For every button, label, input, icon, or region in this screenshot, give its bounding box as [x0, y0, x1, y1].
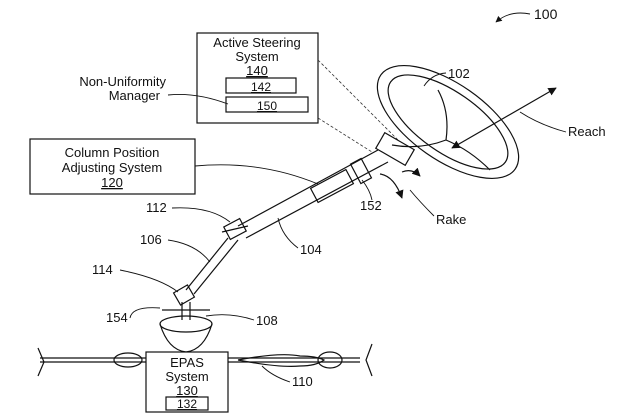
wheel-hub [374, 131, 416, 167]
column-position-box [29, 138, 196, 195]
active-steering-box [196, 32, 319, 124]
column-position-ref: 120 [101, 175, 123, 190]
active-steering-system-block: Active Steering System 140 142 150 [196, 32, 399, 153]
subsystem-150-box [225, 96, 309, 113]
joint-upper-label: 112 [146, 200, 167, 215]
sensor-label: 152 [360, 198, 382, 213]
column-position-title-2: Adjusting System [62, 160, 162, 175]
non-uniformity-label-2: Manager [109, 88, 161, 103]
non-uniformity-label-1: Non-Uniformity [79, 74, 166, 89]
column-position-block: Column Position Adjusting System 120 [29, 138, 319, 195]
active-steering-title-1: Active Steering [213, 35, 300, 50]
joint-mid-label: 114 [92, 262, 113, 277]
pinion-assembly: 154 108 [106, 302, 278, 353]
active-steering-ref: 140 [246, 63, 268, 78]
reach-indicator: Reach [451, 87, 606, 149]
shaft-label: 106 [140, 232, 162, 247]
subsystem-150-label: 150 [257, 99, 277, 113]
column-position-title-1: Column Position [65, 145, 160, 160]
joint-lower-label: 108 [256, 313, 278, 328]
epas-title-1: EPAS [170, 355, 204, 370]
wheel-label: 102 [448, 66, 470, 81]
lower-universal-joint: 114 [92, 262, 196, 306]
subsystem-142-box [225, 77, 297, 94]
column-housing [309, 168, 355, 204]
subsystem-142-label: 142 [251, 80, 271, 94]
steering-wheel: 102 [374, 64, 520, 180]
column-label: 104 [300, 242, 322, 257]
pinion-label: 154 [106, 310, 128, 325]
figure-number-callout: 100 [495, 6, 558, 23]
epas-title-2: System [165, 369, 208, 384]
active-steering-title-2: System [235, 49, 278, 64]
steering-column: 152 104 [237, 149, 389, 257]
epas-sub-box [165, 396, 209, 411]
rack-label: 110 [292, 374, 313, 389]
non-uniformity-manager-callout: Non-Uniformity Manager [79, 74, 229, 105]
epas-system-block: EPAS System 130 132 [145, 351, 229, 413]
epas-ref: 130 [176, 383, 198, 398]
epas-sub-label: 132 [177, 397, 197, 411]
sensor-152 [349, 157, 373, 185]
intermediate-shaft: 106 [140, 232, 239, 295]
rake-indicator: Rake [379, 167, 466, 227]
reach-label: Reach [568, 124, 606, 139]
upper-universal-joint: 112 [146, 200, 249, 241]
rake-label: Rake [436, 212, 466, 227]
figure-number: 100 [534, 6, 558, 22]
epas-box [145, 351, 229, 413]
